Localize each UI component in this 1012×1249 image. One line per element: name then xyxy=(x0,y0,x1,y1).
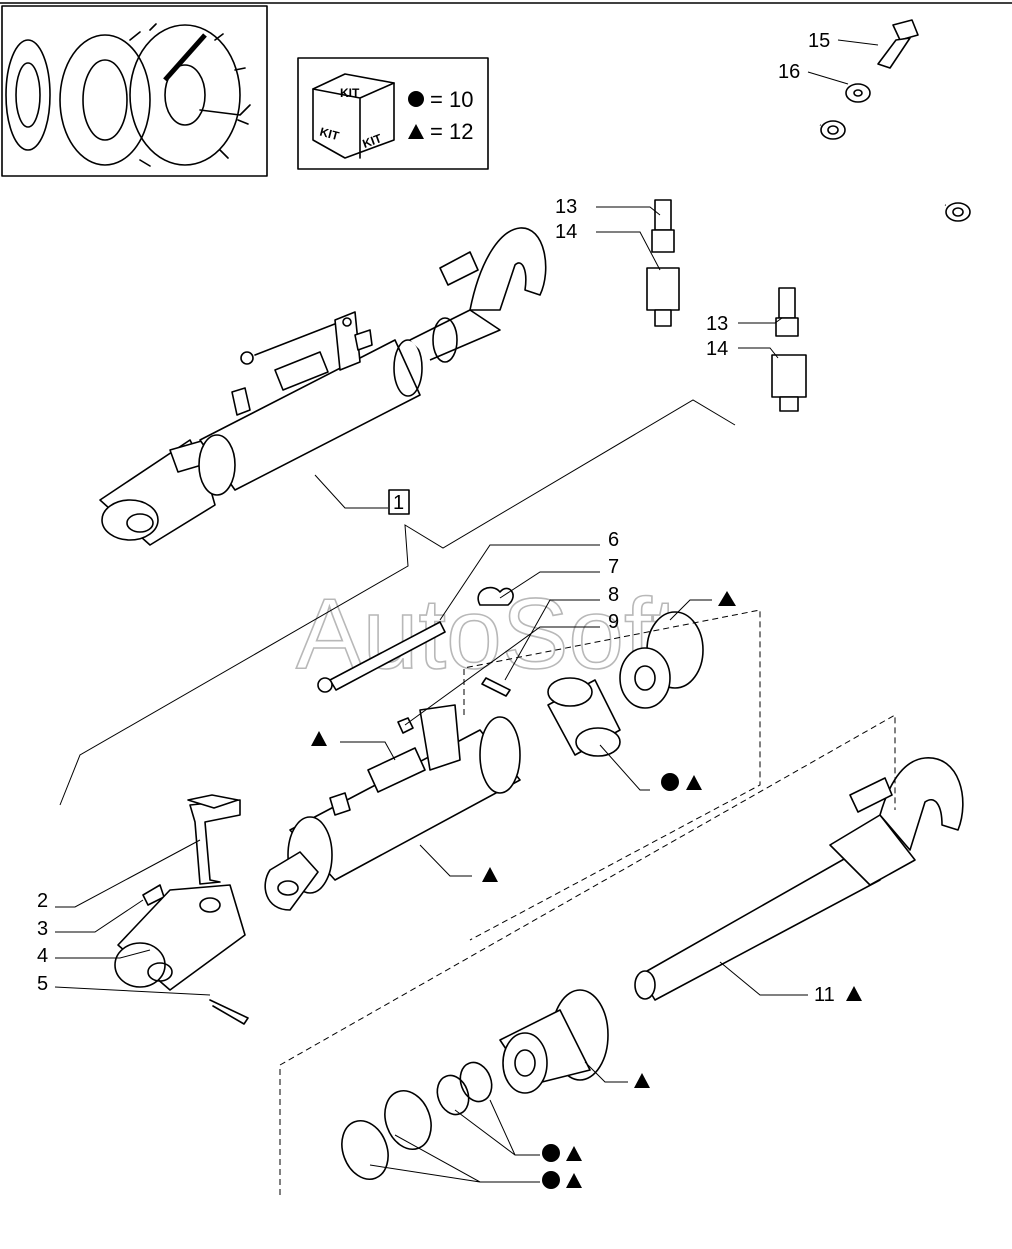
kit-word-top: KIT xyxy=(340,86,360,100)
tractor-thumbnail xyxy=(1,5,268,177)
exploded-parts xyxy=(114,586,964,1180)
triangle-kit-value: = 12 xyxy=(430,119,473,144)
triangle-icon xyxy=(408,124,424,139)
triangle-icon xyxy=(686,775,702,790)
callout-5: 5 xyxy=(37,973,48,995)
callout-1: 1 xyxy=(393,492,404,514)
circle-kit-value: = 10 xyxy=(430,87,473,112)
callout-2: 2 xyxy=(37,890,48,912)
callout-14-upper: 14 xyxy=(555,221,577,243)
triangle-icon xyxy=(566,1173,582,1188)
kit-word-right: KIT xyxy=(361,131,385,151)
callout-4: 4 xyxy=(37,945,48,967)
callout-8: 8 xyxy=(608,584,619,606)
callout-7: 7 xyxy=(608,556,619,578)
triangle-icon xyxy=(482,867,498,882)
callout-13-upper: 13 xyxy=(555,196,577,218)
triangle-icon xyxy=(311,731,327,746)
callout-11: 11 xyxy=(814,984,835,1006)
hydraulic-hoses xyxy=(646,19,971,412)
callout-9: 9 xyxy=(608,611,619,633)
callout-13-lower: 13 xyxy=(706,313,728,335)
kit-markers xyxy=(311,591,862,1189)
callout-box-1 xyxy=(388,489,410,515)
triangle-icon xyxy=(718,591,736,606)
callout-16: 16 xyxy=(778,61,800,83)
kit-legend: KIT KIT KIT = 10 = 12 xyxy=(297,57,489,170)
callout-14-lower: 14 xyxy=(706,338,728,360)
callout-15: 15 xyxy=(808,30,830,52)
callouts: 1 2 3 4 5 6 7 8 9 11 13 14 13 14 15 16 xyxy=(37,30,835,1006)
circle-icon xyxy=(408,91,424,107)
circle-icon xyxy=(542,1171,560,1189)
triangle-icon xyxy=(846,986,862,1001)
leader-lines xyxy=(54,39,879,1183)
circle-icon xyxy=(542,1144,560,1162)
triangle-icon xyxy=(566,1146,582,1161)
callout-6: 6 xyxy=(608,529,619,551)
triangle-icon xyxy=(634,1073,650,1088)
circle-icon xyxy=(661,773,679,791)
callout-3: 3 xyxy=(37,918,48,940)
assembled-lift-cylinder xyxy=(99,227,547,546)
kit-word-left: KIT xyxy=(318,125,341,144)
